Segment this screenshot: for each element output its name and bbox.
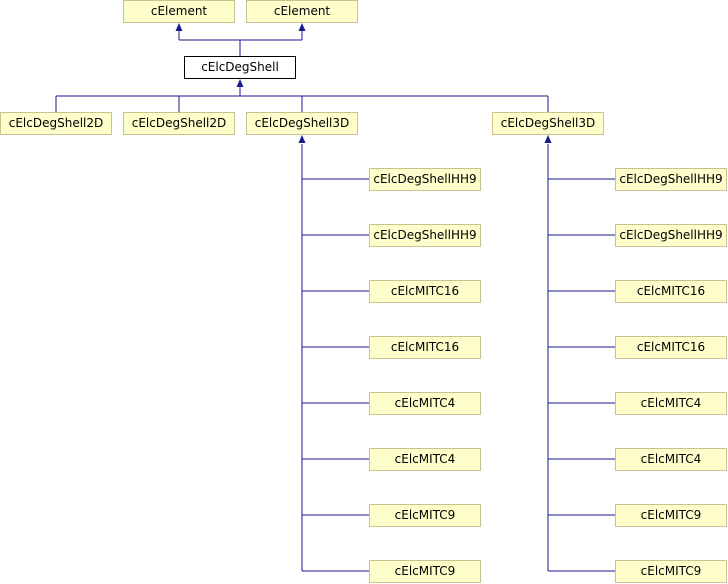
right-descendant-celcdegshellhh9-2[interactable]: cElcDegShellHH9 xyxy=(615,224,727,247)
child-node-celcdegshell2d-2[interactable]: cElcDegShell2D xyxy=(123,112,235,135)
right-descendant-celcmitc16-1[interactable]: cElcMITC16 xyxy=(615,280,727,303)
left-descendant-celcdegshellhh9-1[interactable]: cElcDegShellHH9 xyxy=(369,168,481,191)
arrowhead-13 xyxy=(236,79,244,87)
left-descendant-celcmitc16-1[interactable]: cElcMITC16 xyxy=(369,280,481,303)
right-descendant-celcmitc16-2[interactable]: cElcMITC16 xyxy=(615,336,727,359)
current-class-node: cElcDegShell xyxy=(184,56,296,79)
child-node-celcdegshell3d-2[interactable]: cElcDegShell3D xyxy=(492,112,604,135)
left-descendant-celcmitc9-1[interactable]: cElcMITC9 xyxy=(369,504,481,527)
right-descendant-celcmitc9-2[interactable]: cElcMITC9 xyxy=(615,560,727,583)
left-descendant-celcmitc4-1[interactable]: cElcMITC4 xyxy=(369,392,481,415)
arrowhead-25 xyxy=(544,135,552,143)
right-descendant-celcdegshellhh9-1[interactable]: cElcDegShellHH9 xyxy=(615,168,727,191)
left-descendant-celcmitc9-2[interactable]: cElcMITC9 xyxy=(369,560,481,583)
child-node-celcdegshell3d-1[interactable]: cElcDegShell3D xyxy=(246,112,358,135)
arrowhead-5 xyxy=(175,23,183,31)
parent-node-celement-1[interactable]: cElement xyxy=(123,0,235,23)
child-node-celcdegshell2d-1[interactable]: cElcDegShell2D xyxy=(0,112,112,135)
right-descendant-celcmitc9-1[interactable]: cElcMITC9 xyxy=(615,504,727,527)
arrowhead-15 xyxy=(298,135,306,143)
left-descendant-celcmitc4-2[interactable]: cElcMITC4 xyxy=(369,448,481,471)
left-descendant-celcdegshellhh9-2[interactable]: cElcDegShellHH9 xyxy=(369,224,481,247)
right-descendant-celcmitc4-2[interactable]: cElcMITC4 xyxy=(615,448,727,471)
parent-node-celement-2[interactable]: cElement xyxy=(246,0,358,23)
left-descendant-celcmitc16-2[interactable]: cElcMITC16 xyxy=(369,336,481,359)
arrowhead-6 xyxy=(298,23,306,31)
right-descendant-celcmitc4-1[interactable]: cElcMITC4 xyxy=(615,392,727,415)
